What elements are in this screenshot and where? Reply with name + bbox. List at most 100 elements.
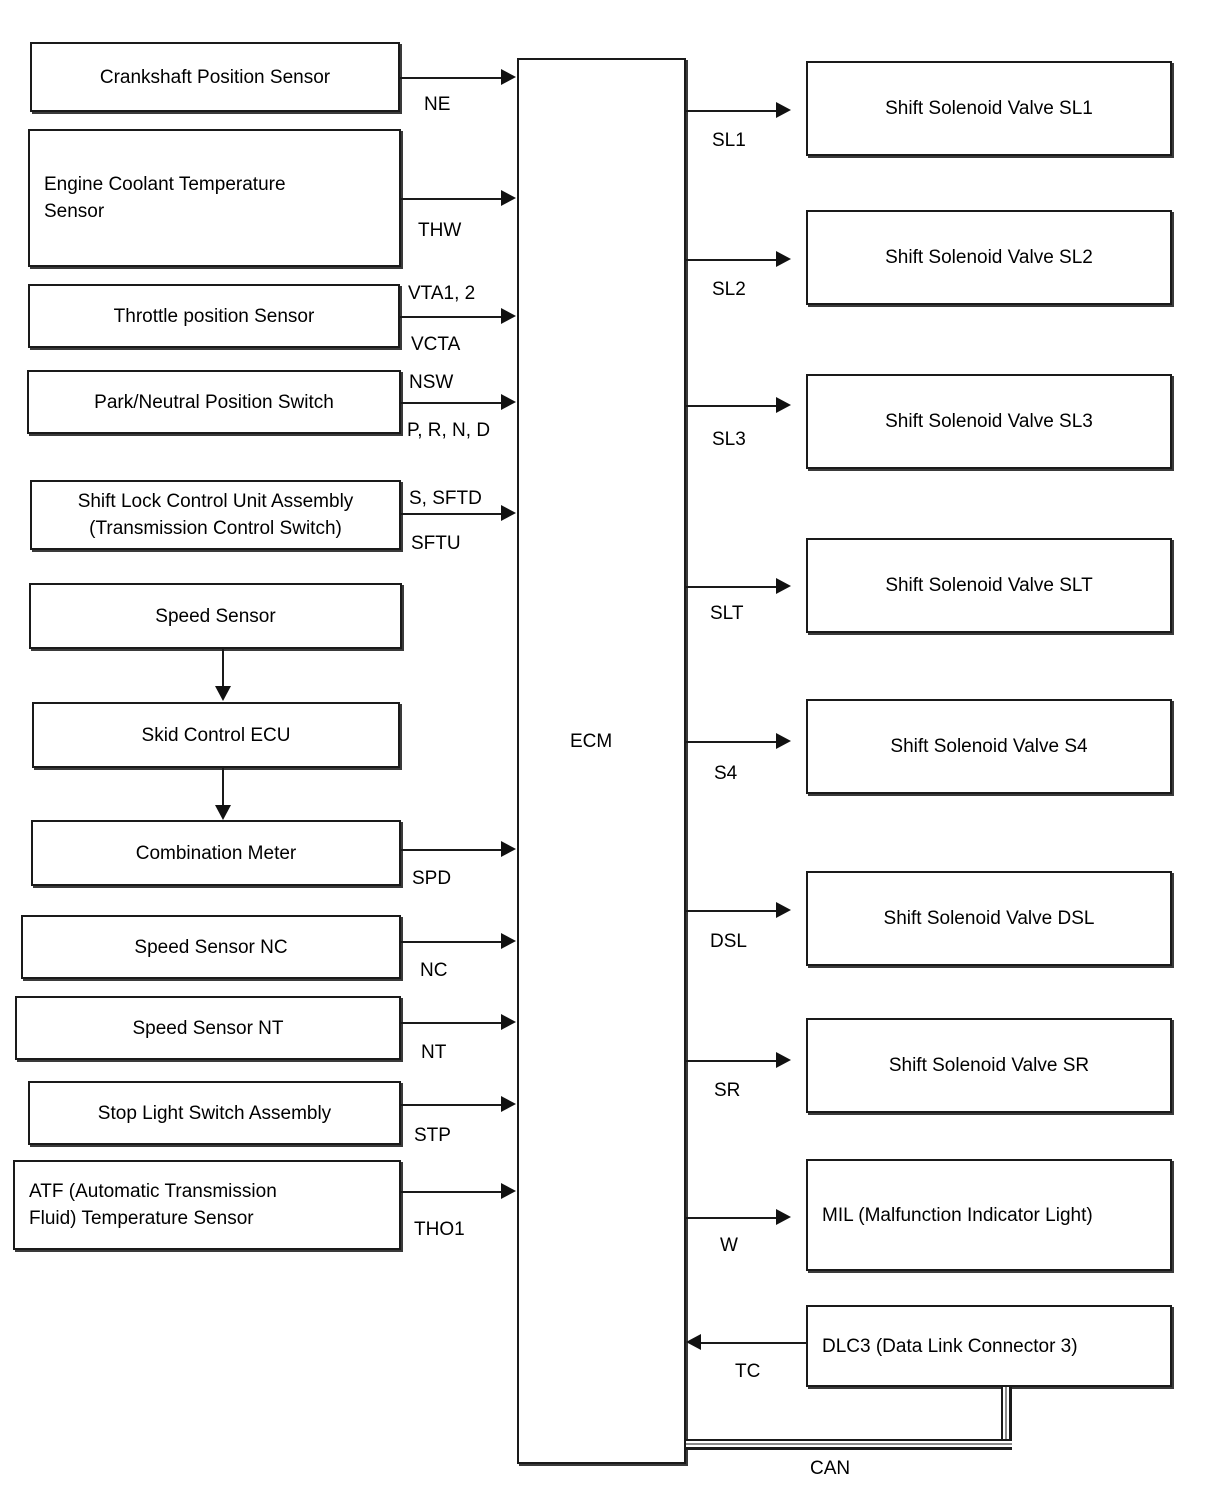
signal-line-vta [400,316,503,318]
signal-line-nt [401,1022,503,1024]
input-label-speed-sensor-nc: Speed Sensor NC [134,936,288,958]
input-box-shift-lock-control-unit-assembly[interactable]: Shift Lock Control Unit Assembly (Transm… [30,480,401,550]
arrow-skid-ecu-to-combination-meter [215,805,231,820]
output-label-shift-solenoid-valve-s4: Shift Solenoid Valve S4 [890,736,1088,757]
input-box-atf-temperature-sensor[interactable]: ATF (Automatic Transmission Fluid) Tempe… [13,1160,401,1250]
link-skid-ecu-to-combination-meter [222,768,224,810]
signal-label-thw: THW [418,220,462,241]
ecm-label: ECM [570,731,613,752]
link-speed-sensor-to-skid-ecu [222,649,224,691]
input-box-speed-sensor-nt[interactable]: Speed Sensor NT [15,996,401,1060]
input-label-skid-control-ecu: Skid Control ECU [141,724,291,746]
signal-line-tho1 [401,1191,503,1193]
input-box-combination-meter[interactable]: Combination Meter [31,820,401,886]
arrow-sr [776,1052,791,1068]
signal-label-dsl: DSL [710,931,747,952]
arrow-sl1 [776,102,791,118]
connector-box-dlc3[interactable]: DLC3 (Data Link Connector 3) [806,1305,1172,1387]
arrow-speed-sensor-to-skid-ecu [215,686,231,701]
output-label-mil: MIL (Malfunction Indicator Light) [822,1204,1093,1226]
arrow-tho1 [501,1183,516,1199]
arrow-slt [776,578,791,594]
arrow-nsw [501,394,516,410]
signal-line-sl2 [686,259,778,261]
signal-line-ne [400,77,503,79]
signal-line-nsw [401,402,503,404]
input-label-crankshaft-position-sensor: Crankshaft Position Sensor [99,66,331,88]
output-box-shift-solenoid-valve-sl1[interactable]: Shift Solenoid Valve SL1 [806,61,1172,156]
signal-label-sftu: SFTU [411,533,461,554]
signal-label-nt: NT [421,1042,447,1063]
output-box-shift-solenoid-valve-sl3[interactable]: Shift Solenoid Valve SL3 [806,374,1172,469]
input-box-park-neutral-position-switch[interactable]: Park/Neutral Position Switch [27,370,401,434]
signal-label-sr: SR [714,1080,741,1101]
arrow-w [776,1209,791,1225]
signal-label-s-sftd: S, SFTD [409,488,482,509]
signal-line-w [686,1217,778,1219]
signal-line-slt [686,586,778,588]
signal-line-sr [686,1060,778,1062]
signal-line-dsl [686,910,778,912]
arrow-thw [501,190,516,206]
arrow-s-sftd [501,505,516,521]
output-label-shift-solenoid-valve-slt: Shift Solenoid Valve SLT [885,575,1093,596]
signal-line-sl3 [686,405,778,407]
signal-line-sl1 [686,110,778,112]
signal-line-thw [401,198,503,200]
ecm-box[interactable] [517,58,686,1464]
output-box-mil[interactable]: MIL (Malfunction Indicator Light) [806,1159,1172,1271]
arrow-stp [501,1096,516,1112]
input-label-throttle-position-sensor: Throttle position Sensor [113,305,315,327]
input-box-speed-sensor[interactable]: Speed Sensor [29,583,402,649]
input-label-stop-light-switch-assembly: Stop Light Switch Assembly [97,1102,332,1124]
input-label-combination-meter: Combination Meter [135,842,297,864]
signal-label-tc: TC [735,1361,761,1382]
output-box-shift-solenoid-valve-sr[interactable]: Shift Solenoid Valve SR [806,1018,1172,1113]
output-label-shift-solenoid-valve-sr: Shift Solenoid Valve SR [888,1055,1090,1076]
signal-label-sl3: SL3 [712,429,746,450]
arrow-s4 [776,733,791,749]
output-box-shift-solenoid-valve-dsl[interactable]: Shift Solenoid Valve DSL [806,871,1172,966]
arrow-sl2 [776,251,791,267]
signal-line-stp [401,1104,503,1106]
input-box-crankshaft-position-sensor[interactable]: Crankshaft Position Sensor [30,42,400,112]
output-label-shift-solenoid-valve-sl3: Shift Solenoid Valve SL3 [885,411,1093,432]
output-box-shift-solenoid-valve-sl2[interactable]: Shift Solenoid Valve SL2 [806,210,1172,305]
signal-line-s-sftd [401,513,503,515]
signal-label-ne: NE [424,94,451,115]
signal-label-s4: S4 [714,763,738,784]
input-box-engine-coolant-temperature-sensor[interactable]: Engine Coolant Temperature Sensor [28,129,401,267]
signal-label-w: W [720,1235,738,1256]
signal-label-spd: SPD [412,868,452,889]
arrow-ne [501,69,516,85]
input-label-engine-coolant-temperature-sensor: Engine Coolant Temperature Sensor [44,174,286,222]
arrow-nt [501,1014,516,1030]
signal-label-nc: NC [420,960,448,981]
input-box-throttle-position-sensor[interactable]: Throttle position Sensor [28,284,400,348]
output-label-shift-solenoid-valve-sl1: Shift Solenoid Valve SL1 [885,98,1093,119]
input-box-speed-sensor-nc[interactable]: Speed Sensor NC [21,915,401,979]
output-box-shift-solenoid-valve-slt[interactable]: Shift Solenoid Valve SLT [806,538,1172,633]
signal-label-prnd: P, R, N, D [407,420,491,441]
signal-label-sl2: SL2 [712,279,746,300]
input-box-stop-light-switch-assembly[interactable]: Stop Light Switch Assembly [28,1081,401,1145]
signal-line-tc [700,1342,806,1344]
signal-label-slt: SLT [710,603,744,624]
input-label-shift-lock-control-unit-assembly: Shift Lock Control Unit Assembly (Transm… [77,491,354,539]
signal-label-sl1: SL1 [712,130,746,151]
signal-label-tho1: THO1 [414,1219,465,1240]
input-label-atf-temperature-sensor: ATF (Automatic Transmission Fluid) Tempe… [29,1181,277,1229]
arrow-tc [686,1334,701,1350]
connector-label-dlc3: DLC3 (Data Link Connector 3) [822,1335,1078,1357]
input-box-skid-control-ecu[interactable]: Skid Control ECU [32,702,400,768]
arrow-nc [501,933,516,949]
input-label-speed-sensor-nt: Speed Sensor NT [132,1017,284,1039]
signal-line-nc [401,941,503,943]
output-label-shift-solenoid-valve-sl2: Shift Solenoid Valve SL2 [885,247,1093,268]
can-bus-label: CAN [810,1458,851,1479]
signal-label-vta: VTA1, 2 [408,283,476,304]
arrow-spd [501,841,516,857]
input-label-park-neutral-position-switch: Park/Neutral Position Switch [94,391,334,413]
output-box-shift-solenoid-valve-s4[interactable]: Shift Solenoid Valve S4 [806,699,1172,794]
